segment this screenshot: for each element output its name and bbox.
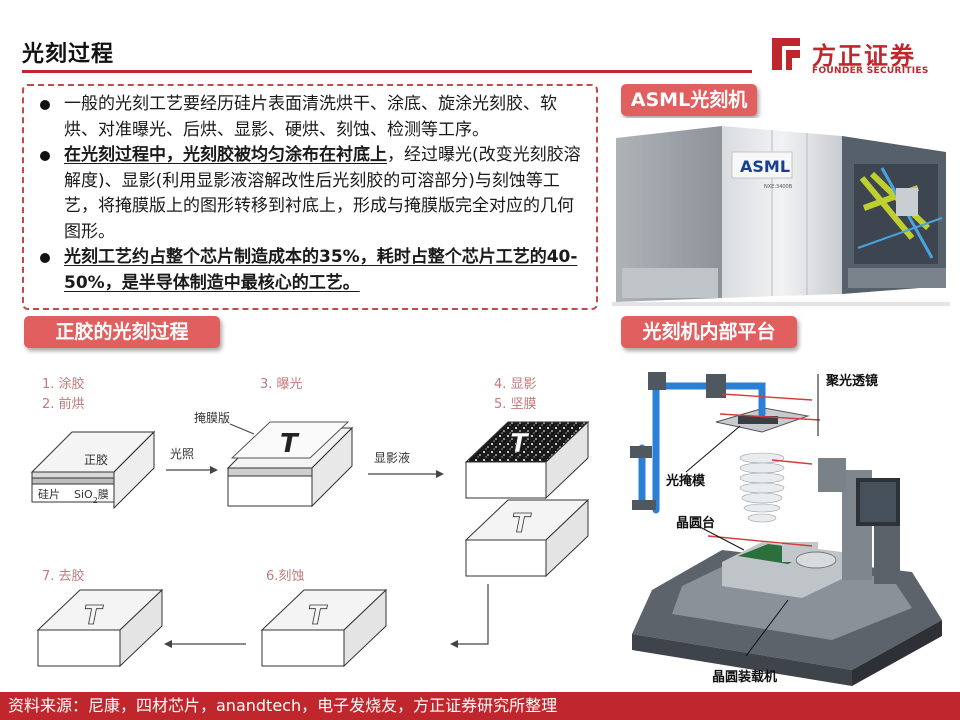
sio2-label: SiO2膜 xyxy=(74,488,109,505)
photoresist-label: 正胶 xyxy=(84,452,108,467)
block-hardbake xyxy=(464,498,590,578)
block-coat xyxy=(30,430,156,510)
step-3-label: 3. 曝光 xyxy=(260,377,303,392)
bullet-3: 光刻工艺约占整个芯片制造成本的35%，耗时占整个芯片工艺的40-50%，是半导体… xyxy=(36,245,586,296)
mask-letter: T xyxy=(280,429,300,459)
page-title: 光刻过程 xyxy=(22,42,115,67)
strip-letter: T xyxy=(84,601,104,631)
asml-machine-image: ASML NXE:3400B xyxy=(612,118,950,308)
bullet-3-bold: 光刻工艺约占整个芯片制造成本的35%，耗时占整个芯片工艺的40-50%，是半导体… xyxy=(64,247,578,293)
logo-english: FOUNDER SECURITIES xyxy=(812,66,929,76)
block-etch xyxy=(260,588,388,668)
bullet-dot-icon xyxy=(40,100,50,110)
asml-tag: ASML光刻机 xyxy=(621,84,757,116)
sio2-suffix: 膜 xyxy=(98,488,109,501)
source-note: 资料来源：尼康，四材芯片，anandtech，电子发烧友，方正证券研究所整理 xyxy=(8,696,558,715)
light-label: 光照 xyxy=(170,447,194,461)
develop-letter: T xyxy=(510,429,530,459)
developer-label: 显影液 xyxy=(374,450,410,465)
wafer-loader-label: 晶圆装载机 xyxy=(712,670,778,685)
summary-textbox: 一般的光刻工艺要经历硅片表面清洗烘干、涂底、旋涂光刻胶、软烘、对准曝光、后烘、显… xyxy=(22,84,598,310)
bullet-2-text: ，经过曝光(改变光刻胶溶解度)、显影(利用显影液溶解改性后光刻胶的可溶部分)与刻… xyxy=(64,145,581,242)
positive-process-tag: 正胶的光刻过程 xyxy=(24,316,220,348)
lithography-platform-diagram xyxy=(630,372,942,686)
hardbake-letter: T xyxy=(512,509,532,539)
founder-logo-icon xyxy=(772,38,800,70)
bullet-1: 一般的光刻工艺要经历硅片表面清洗烘干、涂底、旋涂光刻胶、软烘、对准曝光、后烘、显… xyxy=(36,92,586,143)
lens-label: 聚光透镜 xyxy=(826,374,879,389)
block-develop xyxy=(464,420,590,500)
title-rule xyxy=(22,70,752,73)
wafer-label: 硅片 xyxy=(38,488,60,501)
founder-logo: 方正证券 FOUNDER SECURITIES xyxy=(768,34,948,80)
block-exposure xyxy=(226,421,354,508)
platform-tag: 光刻机内部平台 xyxy=(621,316,797,348)
block-strip xyxy=(36,588,164,668)
sio2-subscript: 2 xyxy=(93,496,98,505)
etch-letter: T xyxy=(308,601,328,631)
bullet-2: 在光刻过程中，光刻胶被均匀涂布在衬底上，经过曝光(改变光刻胶溶解度)、显影(利用… xyxy=(36,143,586,245)
bullet-dot-icon xyxy=(40,253,50,263)
step-4-label: 4. 显影 xyxy=(494,377,537,392)
wafer-stage-label: 晶圆台 xyxy=(676,516,716,531)
bullet-dot-icon xyxy=(40,151,50,161)
logo-chinese: 方正证券 xyxy=(812,42,916,70)
step-2-label: 2. 前烘 xyxy=(42,396,85,412)
footer-bar xyxy=(0,692,960,720)
photomask-label: 光掩模 xyxy=(666,474,706,489)
step-5-label: 5. 坚膜 xyxy=(494,397,537,412)
mask-label: 掩膜版 xyxy=(194,411,230,425)
step-7-label: 7. 去胶 xyxy=(42,568,85,584)
positive-resist-process-diagram: 1. 涂胶 2. 前烘 3. 曝光 4. 显影 5. 坚膜 6.刻蚀 7. 去胶… xyxy=(30,376,590,668)
sio2-text: SiO xyxy=(74,488,93,501)
asml-brand-text: ASML xyxy=(740,157,790,176)
bullet-1-text: 一般的光刻工艺要经历硅片表面清洗烘干、涂底、旋涂光刻胶、软烘、对准曝光、后烘、显… xyxy=(64,94,557,140)
step-6-label: 6.刻蚀 xyxy=(266,569,304,584)
bullet-2-bold: 在光刻过程中，光刻胶被均匀涂布在衬底上 xyxy=(64,145,387,165)
step-1-label: 1. 涂胶 xyxy=(42,376,85,392)
asml-model-text: NXE:3400B xyxy=(764,184,793,190)
